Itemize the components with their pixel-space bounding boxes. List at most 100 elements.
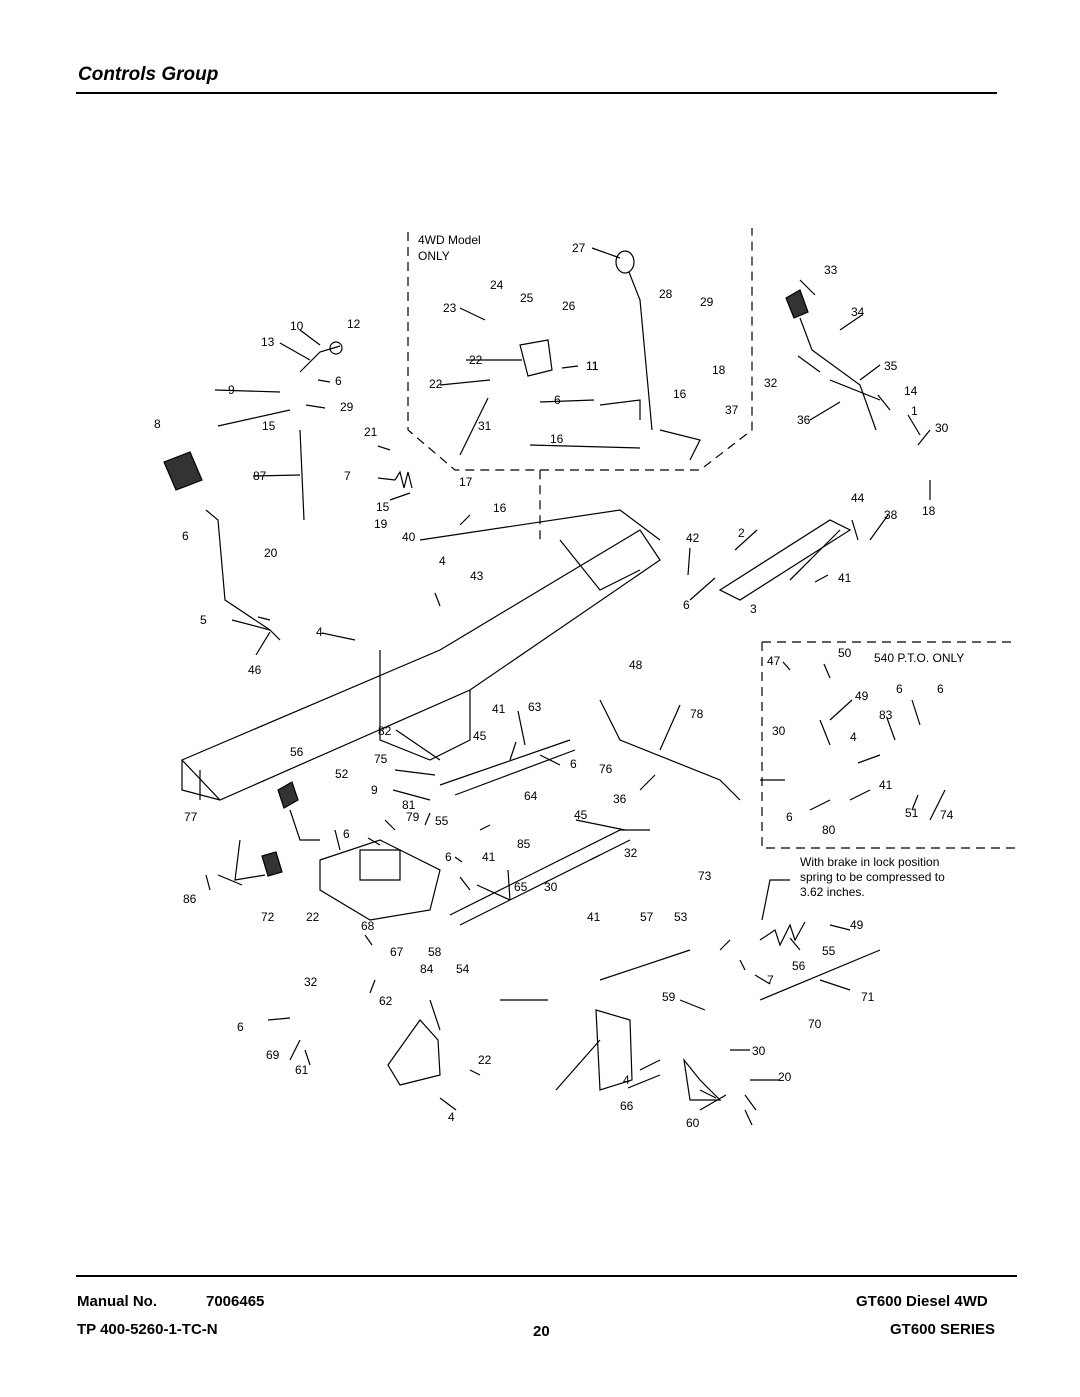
part-callout: 20	[778, 1070, 792, 1084]
footer-rule	[76, 1275, 1017, 1277]
part-callout: 34	[851, 305, 865, 319]
part-callout: 4	[439, 554, 446, 568]
inset-pto-label: 540 P.T.O. ONLY	[874, 651, 964, 665]
part-callout: 4	[850, 730, 857, 744]
manual-number: 7006465	[206, 1293, 265, 1310]
part-callout: 30	[544, 880, 558, 894]
part-callout: 32	[304, 975, 318, 989]
part-callout: 22	[306, 910, 320, 924]
part-callout: 77	[184, 810, 198, 824]
part-callout: 28	[659, 287, 673, 301]
note-line: 3.62 inches.	[800, 885, 865, 899]
part-callout: 45	[574, 808, 588, 822]
model-name: GT600 Diesel 4WD	[856, 1293, 988, 1310]
part-callout: 6	[786, 810, 793, 824]
part-callout: 36	[613, 792, 627, 806]
part-callout: 17	[459, 475, 473, 489]
part-callout: 72	[261, 910, 275, 924]
inset-pto-line: 540 P.T.O. ONLY	[874, 651, 964, 665]
part-callout: 22	[429, 377, 443, 391]
part-callout: 70	[808, 1017, 822, 1031]
part-callout: 45	[473, 729, 487, 743]
part-callout: 31	[478, 419, 492, 433]
part-callout: 81	[402, 798, 416, 812]
part-callout: 56	[792, 959, 806, 973]
part-callout: 69	[266, 1048, 280, 1062]
part-callout: 80	[822, 823, 836, 837]
part-callout: 41	[879, 778, 893, 792]
part-callout: 3	[750, 602, 757, 616]
part-callout: 56	[290, 745, 304, 759]
page-number: 20	[533, 1323, 550, 1340]
part-callout: 76	[599, 762, 613, 776]
part-callout: 26	[562, 299, 576, 313]
part-callout: 64	[524, 789, 538, 803]
part-callout: 37	[725, 403, 739, 417]
part-callout: 87	[253, 469, 267, 483]
part-callout: 8	[154, 417, 161, 431]
part-callout: 49	[850, 918, 864, 932]
part-callout: 49	[855, 689, 869, 703]
part-callout: 48	[629, 658, 643, 672]
part-callout: 53	[674, 910, 688, 924]
part-callout: 75	[374, 752, 388, 766]
part-callout: 5	[200, 613, 207, 627]
note-line: With brake in lock position	[800, 855, 939, 869]
part-callout: 66	[620, 1099, 634, 1113]
part-callout: 63	[528, 700, 542, 714]
inset-4wd-line: 4WD Model	[418, 233, 481, 247]
part-callout: 6	[570, 757, 577, 771]
part-callout: 35	[884, 359, 898, 373]
part-callout: 55	[822, 944, 836, 958]
part-callout: 38	[884, 508, 898, 522]
part-callout: 24	[490, 278, 504, 292]
part-callout: 18	[922, 504, 936, 518]
part-callout: 6	[683, 598, 690, 612]
part-callout: 30	[772, 724, 786, 738]
part-callout: 73	[698, 869, 712, 883]
part-callout: 6	[554, 393, 561, 407]
part-callout: 22	[469, 353, 483, 367]
part-callout: 60	[686, 1116, 700, 1130]
part-callout: 22	[478, 1053, 492, 1067]
part-callout: 16	[493, 501, 507, 515]
part-callout: 78	[690, 707, 704, 721]
page-title: Controls Group	[78, 64, 219, 85]
brake-pedal	[277, 781, 299, 809]
part-callout: 32	[624, 846, 638, 860]
part-callout: 11	[586, 359, 599, 373]
part-callout: 4	[623, 1073, 630, 1087]
part-callout: 65	[514, 880, 528, 894]
part-callout: 7	[767, 973, 774, 987]
part-callout: 12	[347, 317, 361, 331]
tp-number: TP 400-5260-1-TC-N	[77, 1321, 218, 1338]
part-callout: 51	[905, 806, 919, 820]
part-callout: 11	[586, 359, 599, 373]
part-callout: 6	[445, 850, 452, 864]
part-callout: 16	[550, 432, 564, 446]
part-callout: 6	[237, 1020, 244, 1034]
part-callout: 82	[378, 724, 392, 738]
part-callout: 71	[861, 990, 875, 1004]
part-callout: 40	[402, 530, 416, 544]
part-callout: 25	[520, 291, 534, 305]
part-callout: 23	[443, 301, 457, 315]
part-callout: 7	[344, 469, 351, 483]
series-name: GT600 SERIES	[890, 1321, 996, 1338]
title-rule	[76, 92, 997, 94]
part-callout: 36	[797, 413, 811, 427]
part-callout: 6	[937, 682, 944, 696]
part-callout: 43	[470, 569, 484, 583]
part-callout: 15	[262, 419, 276, 433]
part-callout: 84	[420, 962, 434, 976]
part-callout: 30	[752, 1044, 766, 1058]
part-callout: 54	[456, 962, 470, 976]
part-callout: 9	[228, 383, 235, 397]
inset-pto-border	[761, 641, 1015, 849]
part-callout: 41	[838, 571, 852, 585]
part-callout: 50	[838, 646, 852, 660]
part-callout: 19	[374, 517, 388, 531]
part-callout: 46	[248, 663, 262, 677]
part-callout: 83	[879, 708, 893, 722]
